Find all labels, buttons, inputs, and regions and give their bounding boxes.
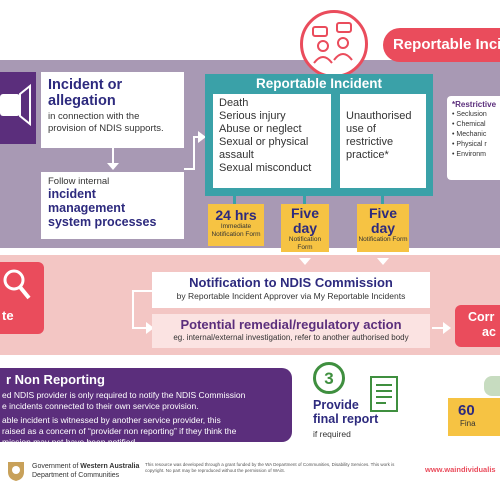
connector-arrow xyxy=(377,258,389,265)
final-report-title: Provide final report xyxy=(313,398,379,426)
list-item: • Seclusion xyxy=(452,111,487,118)
incident-title: Incident or allegation xyxy=(48,77,123,109)
wa-crest-icon xyxy=(6,460,26,482)
connector-arrow xyxy=(443,322,451,334)
magnifier-icon xyxy=(3,269,31,300)
page-title: Reportable Incide xyxy=(383,28,500,62)
megaphone-icon xyxy=(0,72,36,144)
connector xyxy=(132,327,148,329)
form-60-day: 60 Fina xyxy=(448,398,500,436)
incident-box: Incident or allegation in connection wit… xyxy=(41,72,184,148)
reportable-incident-title: Reportable Incident xyxy=(255,76,382,91)
connector xyxy=(233,196,236,204)
people-chat-icon xyxy=(300,10,368,78)
final-report-subtitle: if required xyxy=(313,429,351,439)
gov-logo-text: Government of Western Australia Departme… xyxy=(32,463,140,479)
connector xyxy=(132,290,134,328)
non-reporting-box: r Non Reporting ed NDIS provider is only… xyxy=(0,368,292,447)
restrictive-title: *Restrictive xyxy=(452,100,497,109)
connector-arrow xyxy=(198,131,206,143)
form-five-day-1: Five day Notification Form xyxy=(281,204,329,252)
investigate-label: te xyxy=(2,308,14,323)
internal-title: incident management system processes xyxy=(48,187,157,229)
restrictive-practices-box: *Restrictive • Seclusion • Chemical • Me… xyxy=(447,96,500,180)
connector xyxy=(303,196,306,204)
list-item: Sexual or physical assault xyxy=(219,136,309,161)
connector xyxy=(432,327,444,329)
footer-note: This resource was developed through a gr… xyxy=(145,462,395,473)
notification-subtitle: by Reportable Incident Approver via My R… xyxy=(176,291,406,301)
internal-process-box: Follow internal incident management syst… xyxy=(41,172,184,239)
list-item: • Physical r xyxy=(452,141,487,148)
connector xyxy=(184,168,194,170)
list-item: • Environm xyxy=(452,151,486,158)
list-item: Death xyxy=(219,97,249,109)
connector xyxy=(193,136,199,138)
connector-arrow xyxy=(230,248,242,255)
non-reporting-title: r Non Reporting xyxy=(6,372,105,387)
final-report-icon xyxy=(366,373,404,429)
connector-arrow xyxy=(107,163,119,170)
connector-arrow xyxy=(146,322,154,334)
connector-arrow xyxy=(299,258,311,265)
list-item: Abuse or neglect xyxy=(219,123,302,135)
list-item: • Chemical xyxy=(452,121,486,128)
restrictive-practice-item: Unauthorised use of restrictive practice… xyxy=(340,94,426,188)
incident-description: in connection with the provision of NDIS… xyxy=(48,111,164,134)
connector xyxy=(132,290,152,292)
remedial-title: Potential remedial/regulatory action xyxy=(180,317,402,332)
non-reporting-text: ed NDIS provider is only required to not… xyxy=(2,390,246,447)
connector xyxy=(381,196,384,204)
green-corner-shape xyxy=(484,376,500,396)
notification-box: Notification to NDIS Commission by Repor… xyxy=(152,272,430,308)
connector xyxy=(193,136,195,170)
connector xyxy=(112,148,114,164)
form-five-day-2: Five day Notification Form xyxy=(357,204,409,252)
form-24hrs: 24 hrs Immediate Notification Form xyxy=(208,204,264,246)
list-item: Sexual misconduct xyxy=(219,162,312,174)
list-item: Serious injury xyxy=(219,110,286,122)
notification-title: Notification to NDIS Commission xyxy=(189,275,393,290)
list-item: • Mechanic xyxy=(452,131,487,138)
internal-prefix: Follow internal xyxy=(48,176,110,187)
footer-url[interactable]: www.waindividualis xyxy=(425,465,496,474)
reportable-incident-list: Death Serious injury Abuse or neglect Se… xyxy=(213,94,331,188)
investigate-box: te xyxy=(0,262,44,334)
remedial-subtitle: eg. internal/external investigation, ref… xyxy=(173,333,409,342)
corrective-action-box: Corr ac xyxy=(455,305,500,347)
step-badge: 3 xyxy=(313,362,345,394)
remedial-action-box: Potential remedial/regulatory action eg.… xyxy=(152,314,430,348)
